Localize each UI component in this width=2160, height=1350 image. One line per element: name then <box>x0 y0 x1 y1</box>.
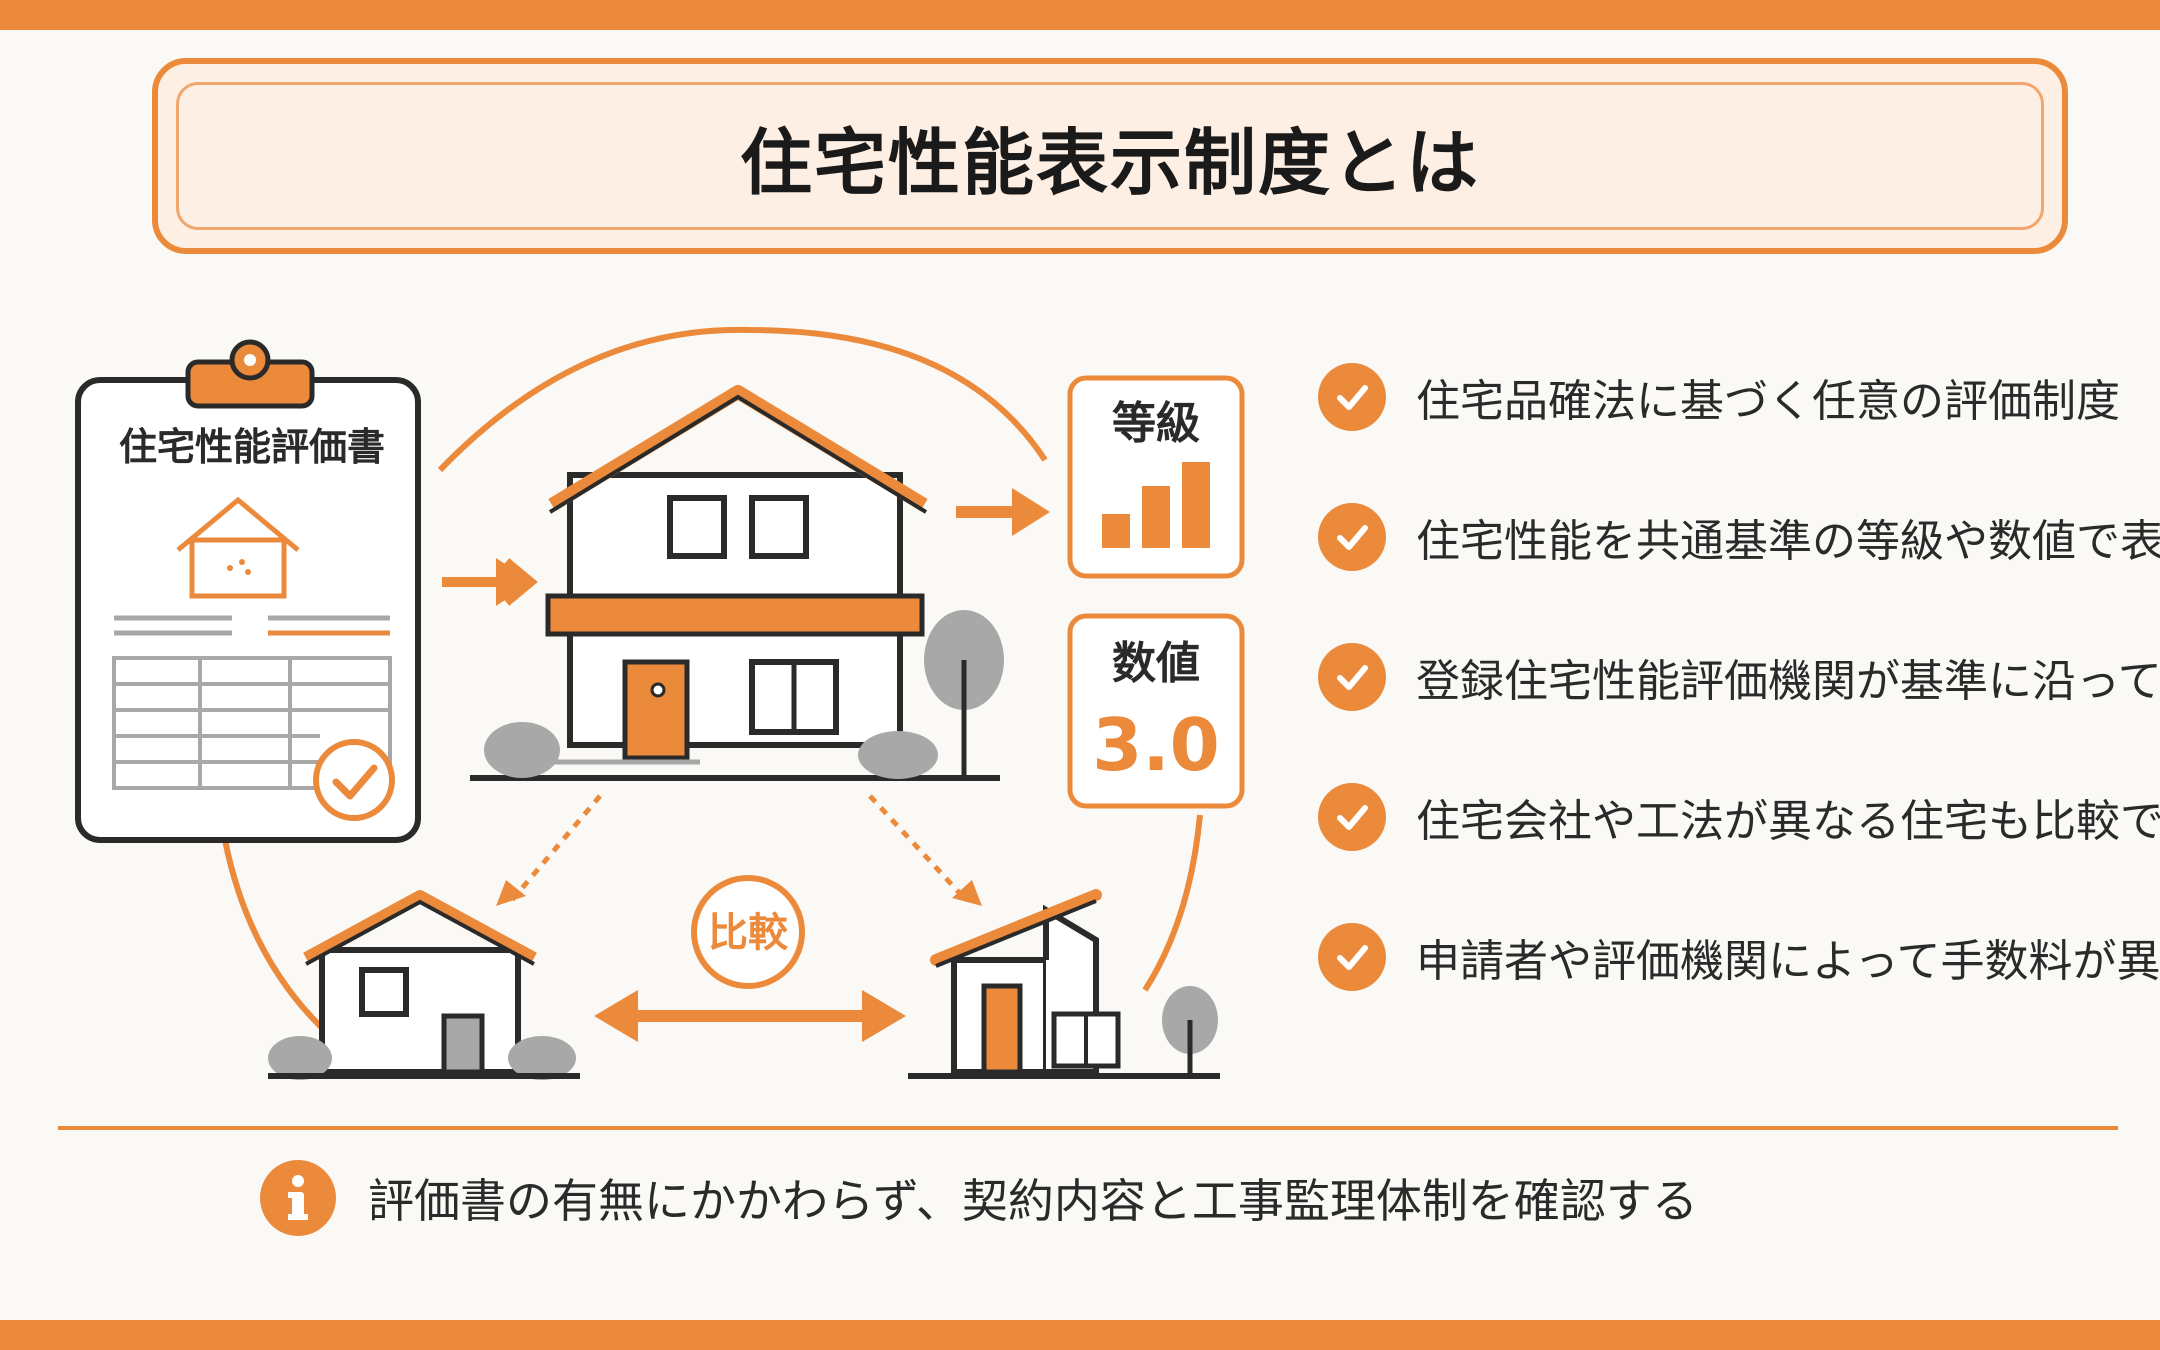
check-icon <box>1318 643 1386 711</box>
compare-double-arrow <box>594 990 906 1042</box>
check-icon <box>1318 783 1386 851</box>
dotted-arrow-right <box>868 794 968 902</box>
point-text: 登録住宅性能評価機関が基準に沿って評価 <box>1416 656 2160 707</box>
cycle-arc-left <box>222 839 337 1043</box>
bush-left <box>484 722 560 778</box>
compare-house-left-icon <box>268 890 580 1080</box>
title-banner: 住宅性能表示制度とは <box>152 58 2068 254</box>
bush-right <box>858 731 938 779</box>
dotted-arrow-left <box>510 794 602 902</box>
point-text: 住宅性能を共通基準の等級や数値で表示 <box>1416 516 2160 567</box>
list-item: 住宅性能を共通基準の等級や数値で表示 <box>1318 502 2160 572</box>
cycle-arc-right <box>1142 814 1203 992</box>
title-banner-inner: 住宅性能表示制度とは <box>176 82 2044 230</box>
check-icon <box>1318 363 1386 431</box>
list-item: 住宅品確法に基づく任意の評価制度 <box>1318 362 2138 432</box>
numeric-label: 数値 <box>1112 638 1200 689</box>
grade-card: 等級 <box>1067 375 1245 579</box>
check-icon <box>1318 923 1386 991</box>
performance-diagram: 住宅性能評価書 <box>60 300 1260 1100</box>
grade-label: 等級 <box>1112 398 1200 449</box>
tree-icon <box>924 610 1004 776</box>
numeric-card: 数値 3.0 <box>1067 613 1245 809</box>
note-text: 評価書の有無にかかわらず、契約内容と工事監理体制を確認する <box>368 1174 1698 1228</box>
cycle-arc <box>437 326 1048 473</box>
numeric-value: 3.0 <box>1092 703 1220 787</box>
note-row: 評価書の有無にかかわらず、契約内容と工事監理体制を確認する <box>260 1158 1698 1238</box>
approved-check-icon <box>313 739 395 821</box>
page-title: 住宅性能表示制度とは <box>739 120 1480 205</box>
document-table <box>112 656 392 790</box>
compare-house-right-icon <box>908 889 1220 1079</box>
list-item: 住宅会社や工法が異なる住宅も比較できる <box>1318 782 2160 852</box>
list-item: 登録住宅性能評価機関が基準に沿って評価 <box>1318 642 2160 712</box>
bottom-accent-bar <box>0 1320 2160 1350</box>
key-points-list: 住宅品確法に基づく任意の評価制度 住宅性能を共通基準の等級や数値で表示 登録住宅… <box>1318 362 2160 1062</box>
point-text: 住宅会社や工法が異なる住宅も比較できる <box>1416 796 2160 847</box>
compare-badge: 比較 <box>691 875 805 989</box>
section-divider <box>58 1126 2118 1130</box>
check-icon <box>1318 503 1386 571</box>
diagram-svg: 住宅性能評価書 <box>75 326 1245 1080</box>
point-text: 住宅品確法に基づく任意の評価制度 <box>1416 376 2120 427</box>
info-icon <box>260 1160 336 1236</box>
grade-bars-icon <box>1102 462 1210 548</box>
main-house-icon <box>470 385 1004 781</box>
evaluation-document-icon: 住宅性能評価書 <box>75 339 421 843</box>
small-tree-icon <box>1162 986 1218 1074</box>
list-item: 申請者や評価機関によって手数料が異なる <box>1318 922 2160 992</box>
document-house-icon <box>176 496 300 599</box>
document-title: 住宅性能評価書 <box>119 425 385 469</box>
top-accent-bar <box>0 0 2160 30</box>
point-text: 申請者や評価機関によって手数料が異なる <box>1416 936 2160 987</box>
compare-label: 比較 <box>708 910 789 956</box>
